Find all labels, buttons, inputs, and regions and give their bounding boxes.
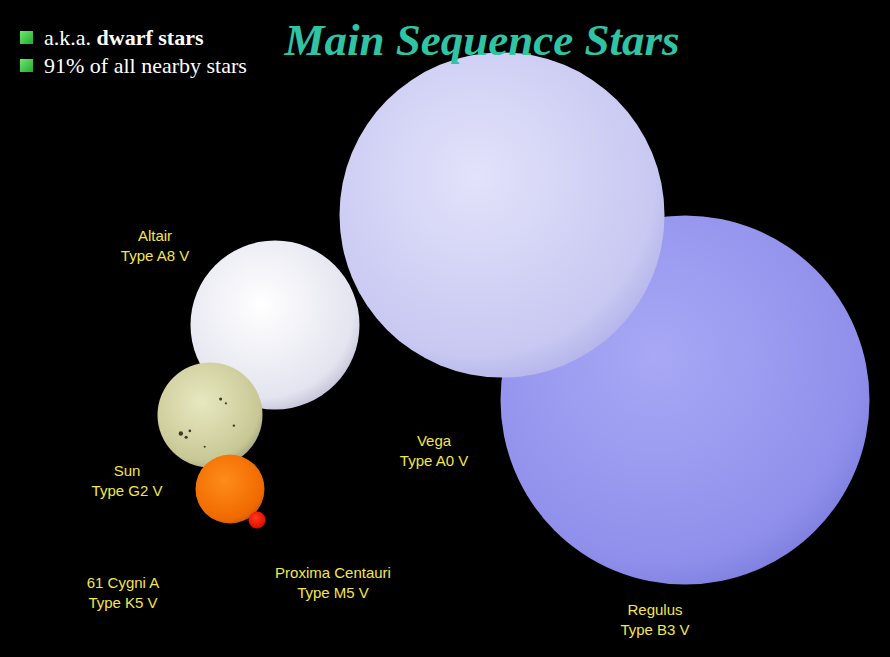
spectral-type: Type A8 V: [121, 246, 189, 266]
star-name: Proxima Centauri: [275, 563, 391, 583]
star-name: Regulus: [620, 600, 689, 620]
star-label: SunType G2 V: [92, 461, 163, 501]
star-label: RegulusType B3 V: [620, 600, 689, 640]
spectral-type: Type G2 V: [92, 481, 163, 501]
star-name: Altair: [121, 226, 189, 246]
star-label: 61 Cygni AType K5 V: [87, 573, 160, 613]
star-name: Vega: [400, 431, 468, 451]
bullet-text: a.k.a.dwarf stars: [44, 25, 203, 51]
star-name: Sun: [92, 461, 163, 481]
spectral-type: Type K5 V: [87, 593, 160, 613]
star-circle: Proxima CentauriType M5 V: [248, 511, 266, 529]
bullet-text: dwarf stars: [97, 25, 204, 50]
bullet-square: [20, 31, 33, 44]
spectral-type: Type A0 V: [400, 451, 468, 471]
spectral-type: Type B3 V: [620, 620, 689, 640]
bullet-text: a.k.a.: [44, 25, 91, 50]
bullet-text: 91% of all nearby stars: [44, 53, 247, 79]
star-label: Proxima CentauriType M5 V: [275, 563, 391, 603]
star-disc: [248, 511, 266, 529]
star-disc: [339, 52, 665, 378]
star-circle: SunType G2 V: [157, 362, 263, 468]
star-disc: [157, 362, 263, 468]
star-label: AltairType A8 V: [121, 226, 189, 266]
spectral-type: Type M5 V: [275, 583, 391, 603]
bullet-square: [20, 59, 33, 72]
star-circle: VegaType A0 V: [339, 52, 665, 378]
star-label: VegaType A0 V: [400, 431, 468, 471]
slide-title: Main Sequence Stars: [284, 14, 679, 66]
star-name: 61 Cygni A: [87, 573, 160, 593]
